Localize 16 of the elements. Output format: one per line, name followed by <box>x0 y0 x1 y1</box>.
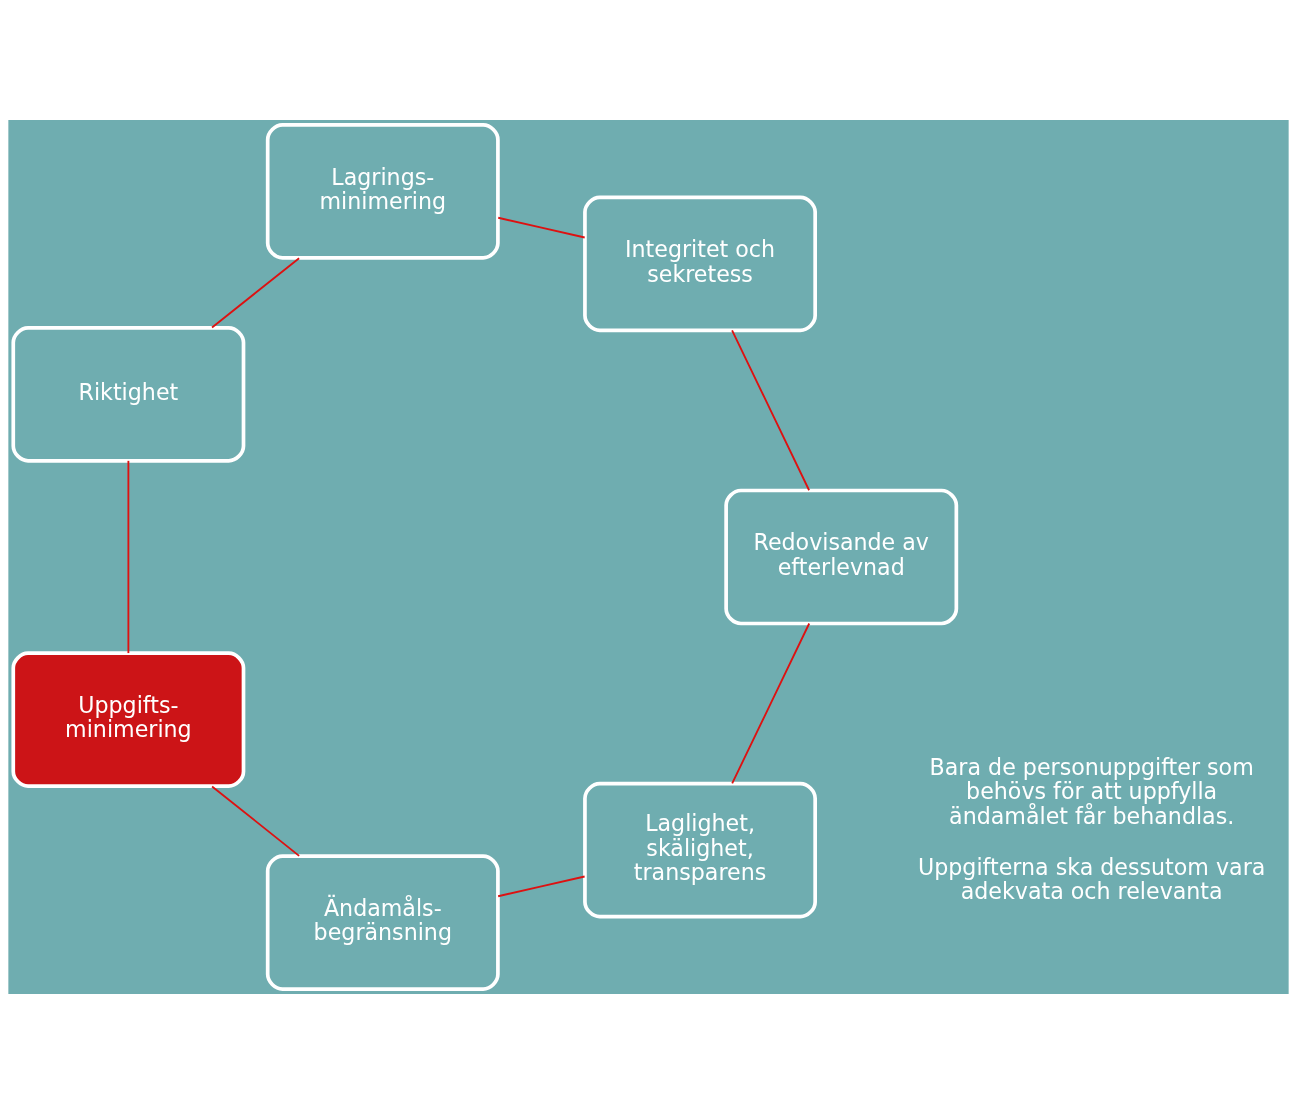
connector <box>127 459 130 654</box>
node-box: Lagrings- minimering <box>265 123 500 260</box>
connector <box>731 622 811 785</box>
node-box: Laglighet, skälighet, transparens <box>583 781 817 919</box>
node-box: Ändamåls- begränsning <box>265 854 500 991</box>
connector <box>731 329 810 492</box>
label: Uppgifterna ska dessutom vara adekvata och relevanta <box>917 853 1266 905</box>
connector <box>497 875 586 898</box>
node-box: Redovisande av efterlevnad <box>724 488 959 626</box>
node-box: Riktighet <box>11 325 246 463</box>
node-box: Uppgifts- minimering <box>11 651 246 789</box>
node-box: Integritet och sekretess <box>583 195 817 333</box>
connector <box>211 785 301 857</box>
label: Bara de personuppgifter som behövs för att uppfylla ändamålet får behandlas. <box>929 753 1254 830</box>
connector <box>497 216 586 239</box>
connector <box>211 257 301 329</box>
